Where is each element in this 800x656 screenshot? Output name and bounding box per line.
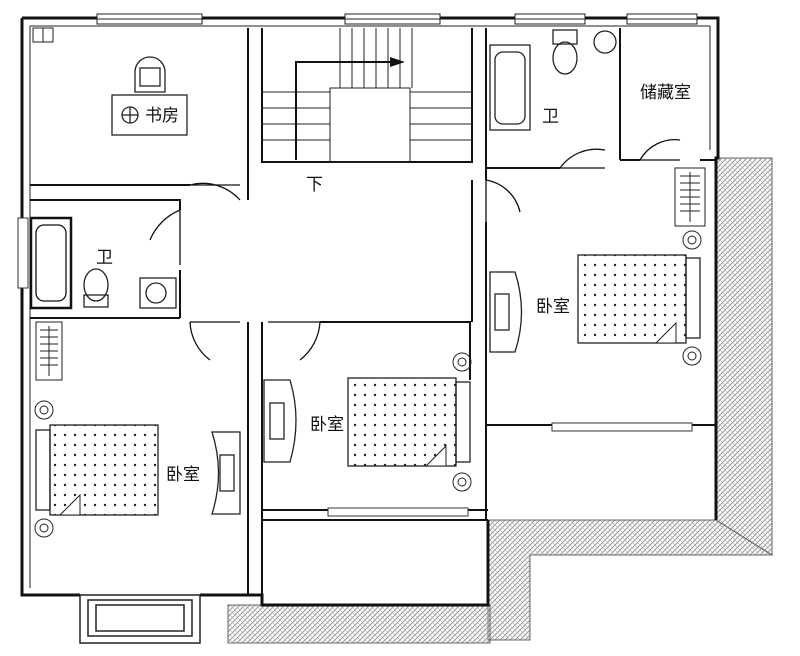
label-stair-down: 下: [306, 175, 323, 195]
label-bath-north: 卫: [542, 107, 559, 127]
roof-south: [227, 604, 491, 644]
label-study: 书房: [145, 106, 179, 126]
north-windows: [96, 13, 698, 25]
toilet-north: [552, 29, 578, 75]
wardrobe-east: [674, 167, 706, 227]
roof-southeast: [487, 519, 774, 641]
label-bedroom-center: 卧室: [310, 415, 344, 435]
label-bedroom-east: 卧室: [536, 297, 570, 317]
staircase: [262, 28, 472, 163]
bed-center: [347, 352, 472, 492]
wardrobe-west: [35, 321, 63, 381]
exterior-walls: [20, 16, 720, 607]
balcony-west: [79, 594, 201, 644]
stair-direction-arrow: [295, 57, 405, 160]
sink-west: [139, 277, 177, 309]
tv-cabinet-east: [489, 271, 523, 353]
bed-east: [577, 230, 702, 366]
toilet-west: [83, 268, 109, 308]
sink-north: [593, 30, 617, 54]
label-bath-west: 卫: [96, 248, 113, 268]
socket-icon: [32, 27, 54, 43]
tv-cabinet-west: [211, 431, 241, 515]
south-windows: [17, 217, 693, 517]
tv-cabinet-center: [263, 379, 297, 463]
doors: [149, 139, 681, 361]
roof-east: [715, 157, 773, 556]
study-chair: [134, 56, 166, 93]
bed-west: [34, 400, 159, 538]
bathtub-north: [489, 44, 531, 131]
bathtub-west: [29, 216, 73, 310]
study-desk: [111, 94, 188, 136]
label-storage: 储藏室: [640, 83, 691, 103]
label-bedroom-west: 卧室: [166, 465, 200, 485]
